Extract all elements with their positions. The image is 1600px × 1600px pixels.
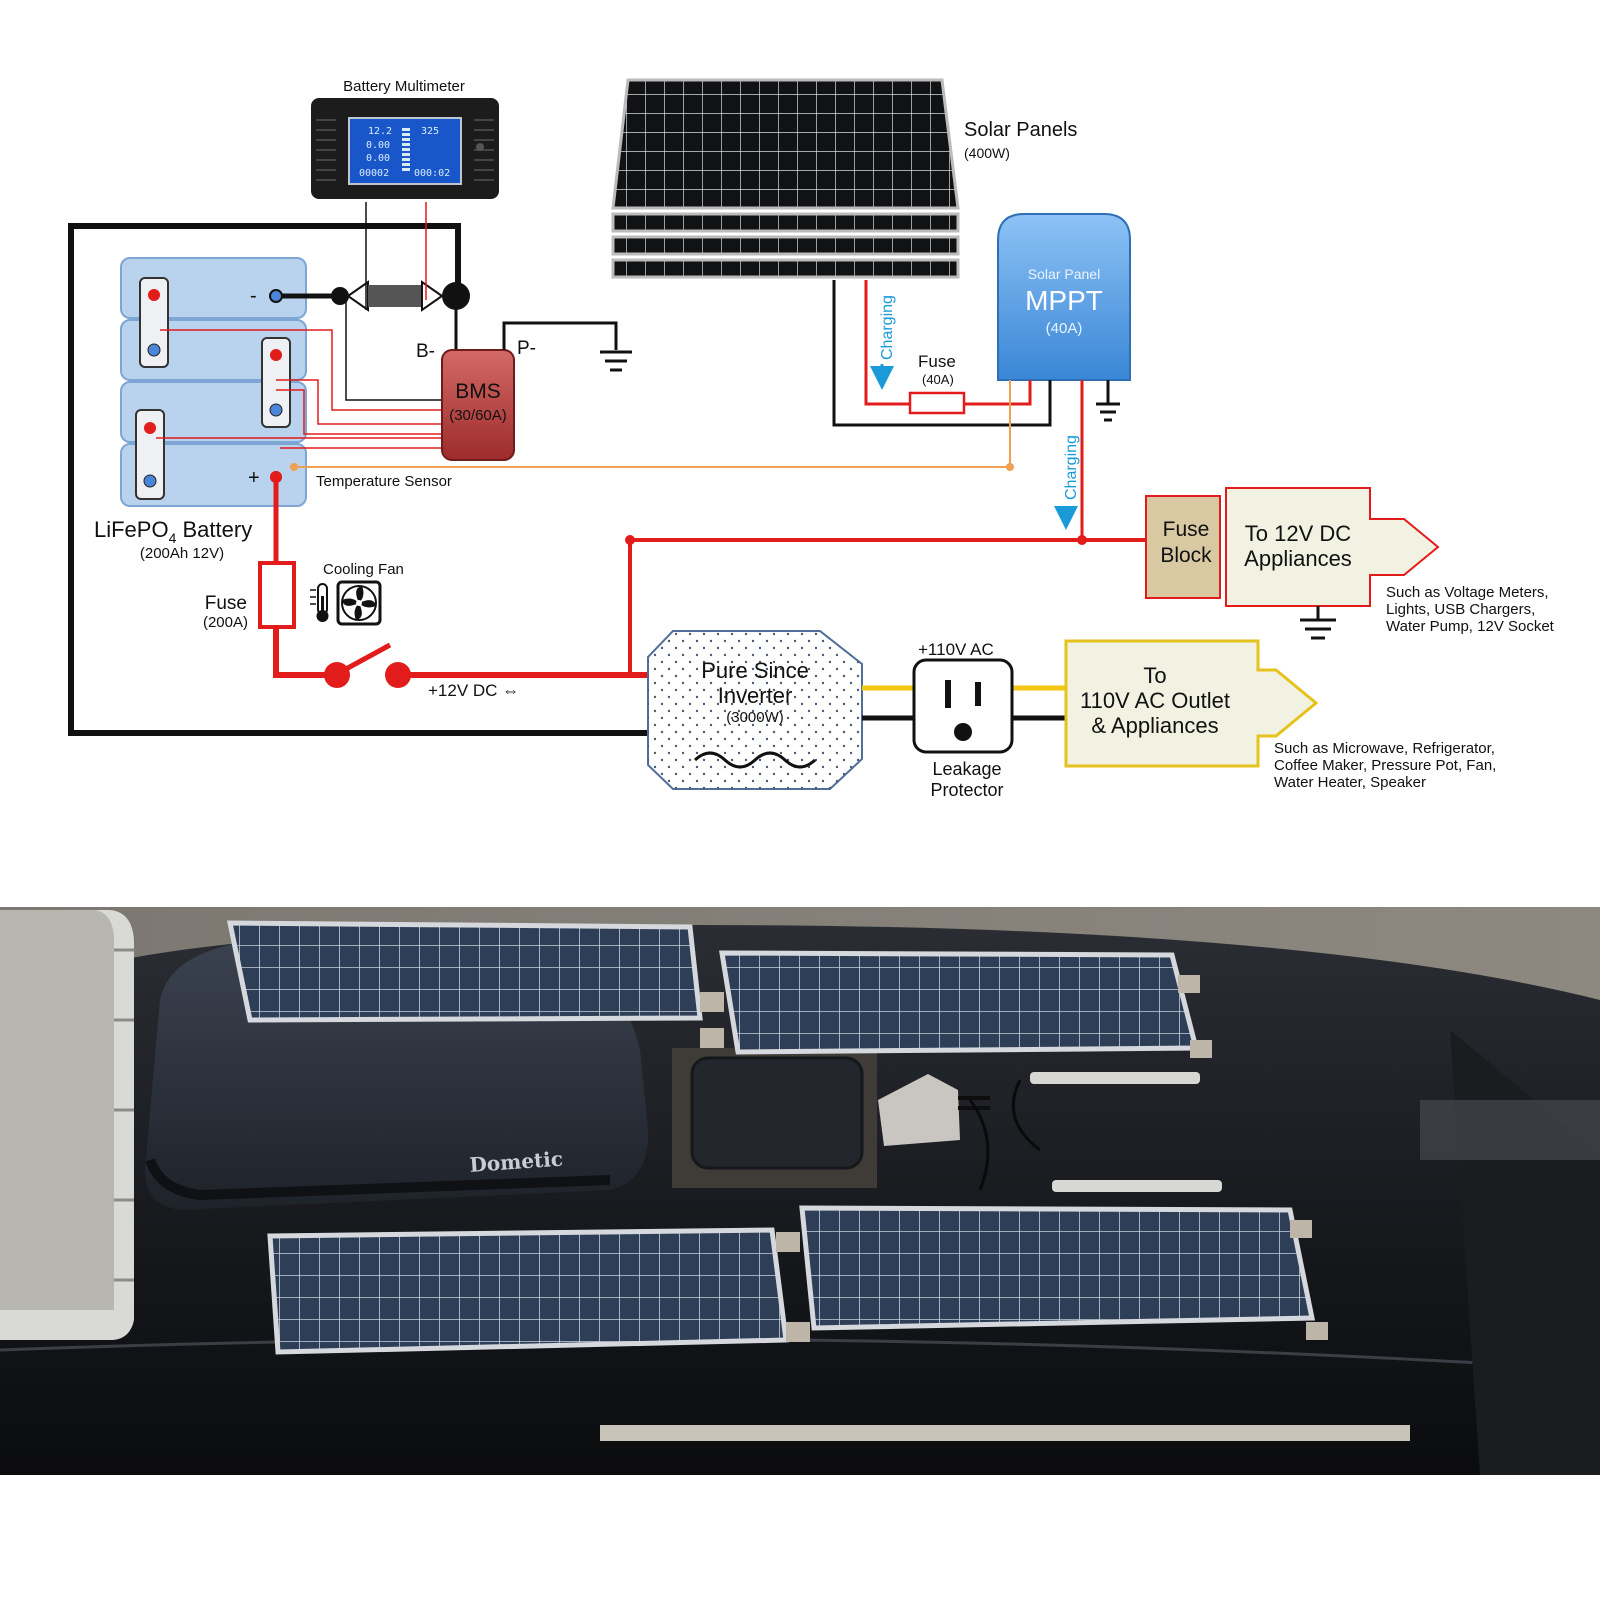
mppt-line1: Solar Panel [1028,266,1100,282]
ac-voltage-label: +110V AC [918,640,994,659]
roof-panel-top-right [719,950,1200,1055]
thermometer-icon [310,583,329,622]
mppt-controller: Solar Panel MPPT (40A) [997,213,1131,381]
dc-appliances-note1: Such as Voltage Meters, [1386,584,1549,601]
cooling-fan-label: Cooling Fan [323,561,404,578]
inverter-line1: Pure Since [701,658,809,683]
battery-multimeter: Battery Multimeter 12.2 325 0.00 0.00 00… [311,78,499,199]
bms-rating: (30/60A) [449,407,507,424]
lcd-current: 0.00 [366,140,390,151]
battery-title: LiFePO4 Battery [94,517,252,546]
ac-appliances-note1: Such as Microwave, Refrigerator, [1274,740,1495,757]
multimeter-title: Battery Multimeter [343,78,465,95]
wiring-diagram: Battery Multimeter 12.2 325 0.00 0.00 00… [68,78,1555,800]
ac-appliances-note3: Water Heater, Speaker [1274,774,1426,791]
fuse-block: Fuse Block [1145,495,1221,599]
solar-panel-4 [611,258,960,279]
charging-label-solar: Charging [879,295,896,360]
bms-b-minus: B- [416,341,435,362]
solar-panel-3 [611,235,960,256]
solar-panel-1 [611,78,960,210]
ac-appliances-line3: & Appliances [1091,713,1218,738]
lcd-power: 325 [421,126,439,137]
roof-rail [600,1425,1410,1441]
mppt-ground-symbol [1096,402,1120,422]
lifepo4-battery: - + LiFePO4 Battery (200Ah 12V) [94,257,307,562]
fuse-200a-rating: (200A) [203,614,248,631]
fuse-200a-label: Fuse [205,593,247,614]
temperature-sensor-label: Temperature Sensor [316,473,452,490]
roof-photo: Dometic [0,907,1600,1475]
roof-skylight [672,1048,877,1188]
dc-appliances-line1: To 12V DC [1245,521,1351,546]
bms-ground-symbol [600,350,632,372]
battery-plus-sign: + [248,467,260,489]
bms-balance-wires [156,296,442,449]
bms-label: BMS [455,380,501,403]
lcd-energy: 0.00 [366,153,390,164]
battery-rating: (200Ah 12V) [140,545,224,562]
ac-appliances-line1: To [1143,663,1166,688]
charging-label-mppt: Charging [1063,435,1080,500]
fuse-40a [908,391,966,415]
lcd-capacity: 00002 [359,168,389,179]
dc-appliances-note2: Lights, USB Chargers, [1386,601,1535,618]
mppt-line2: MPPT [1025,285,1103,316]
inverter-line2: Inverter [718,683,793,708]
fuse-40a-label: Fuse [918,352,956,371]
ac-wires [862,685,1066,721]
lcd-time: 000:02 [414,168,450,179]
roof-panel-bottom-right [799,1205,1316,1331]
multimeter-ribs [316,119,494,181]
solar-panels-title: Solar Panels [964,119,1077,141]
solar-panel-2 [611,212,960,233]
black-negative-loop [68,223,647,736]
roof-panel-top-left [226,920,703,1023]
inverter: Pure Since Inverter (3000W) [647,630,863,790]
leakage-protector-outlet [912,658,1014,754]
bms-module: BMS (30/60A) B- P- [416,321,632,461]
leakage-line2: Protector [930,780,1003,800]
fuse-block-line1: Fuse [1163,518,1210,541]
dc-appliances-line2: Appliances [1244,546,1352,571]
solar-panels-rating: (400W) [964,145,1010,161]
ac-appliances-note2: Coffee Maker, Pressure Pot, Fan, [1274,757,1496,774]
panel-mount-brackets [700,975,1328,1342]
fuse-200a [258,561,296,629]
fuse-block-line2: Block [1160,544,1212,567]
cell-busbars [135,277,291,500]
switch-contact-left [324,662,350,688]
switch-contact-right [385,662,411,688]
fuse-40a-rating: (40A) [922,372,954,387]
roof-storage-box [0,910,134,1340]
shunt-assembly [282,202,470,350]
lcd-level-bar [402,128,410,171]
mppt-line3: (40A) [1046,320,1083,337]
solar-panels: Solar Panels (400W) [611,78,1077,279]
lcd-voltage: 12.2 [368,126,392,137]
sine-wave-icon [693,751,817,769]
leakage-line1: Leakage [932,759,1001,779]
dc-bus-label: +12V DC ⇔ [428,681,519,700]
inverter-rating: (3000W) [726,709,784,726]
battery-minus-sign: - [250,285,257,307]
ac-appliances-box: To 110V AC Outlet & Appliances Such as M… [1064,639,1496,791]
roof-junction-box [878,1074,990,1146]
dc-appliances-note3: Water Pump, 12V Socket [1386,618,1555,635]
dc-appliances-box: To 12V DC Appliances Such as Voltage Met… [1225,487,1555,635]
solar-wires [832,280,1110,540]
roof-panel-bottom-left [267,1227,789,1355]
fan-icon [336,580,382,626]
ac-appliances-line2: 110V AC Outlet [1080,688,1230,713]
dc-ground-symbol [1300,606,1336,640]
bms-p-minus: P- [517,338,536,359]
